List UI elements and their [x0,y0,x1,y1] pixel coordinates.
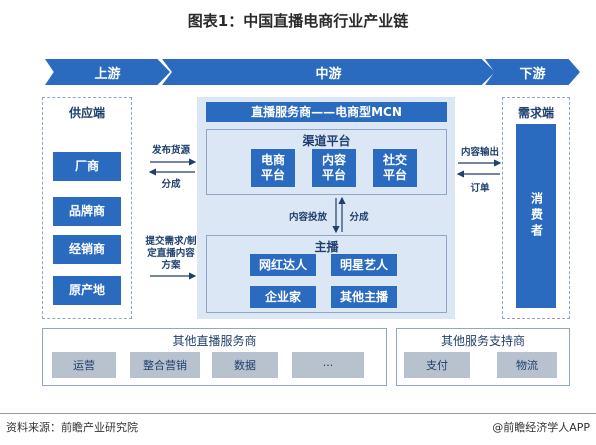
anchor-panel: 主播 [206,235,447,313]
support-services-panel: 其他服务支持商 [396,328,570,386]
label-channel-down: 内容投放 [288,212,327,223]
consumer-box: 消费者 [516,124,556,308]
label-channel-up: 分成 [349,212,369,223]
other-service-2: 整合营销 [130,352,200,378]
channel-panel: 渠道平台 [206,129,447,195]
supply-title: 供应端 [68,106,105,120]
label-supply-top-right: 发布货源 [151,145,190,156]
footer-source: 资料来源：前瞻产业研究院 [6,421,138,434]
other-services-panel: 其他直播服务商 [42,328,387,386]
other-service-4: ··· [292,352,364,378]
supply-item-4: 原产地 [53,276,121,305]
brand-text: @前瞻经济学人APP [492,421,590,434]
demand-panel: 需求端 [502,97,570,319]
support-services-title: 其他服务支持商 [440,334,525,348]
anchor-item-2: 明星艺人 [331,254,397,276]
stage-midstream: 中游 [162,59,495,85]
channel-title: 渠道平台 [302,134,351,148]
label-demand-top-right: 内容输出 [460,147,499,158]
stage-upstream: 上游 [45,59,170,85]
label-supply-bottom: 提交需求/制定直播内容方案 [145,236,197,271]
chart-title: 图表1：中国直播电商行业产业链 [187,12,409,30]
stage-downstream: 下游 [485,59,580,85]
anchor-title: 主播 [314,240,339,254]
demand-title: 需求端 [517,106,554,120]
channel-item-2: 内容平台 [312,149,356,187]
other-service-1: 运营 [52,352,116,378]
support-service-2: 物流 [497,352,557,378]
label-demand-top-left: 订单 [470,183,490,194]
label-supply-top-left: 分成 [161,179,181,190]
support-service-1: 支付 [404,352,470,378]
anchor-item-4: 其他主播 [331,286,397,308]
mcn-header: 直播服务商——电商型MCN [206,102,447,122]
footer-brand: @前瞻经济学人APP [492,419,590,435]
supply-item-2: 品牌商 [53,197,121,226]
supply-panel: 供应端 [42,97,132,319]
anchor-item-1: 网红达人 [250,254,316,276]
anchor-item-3: 企业家 [250,286,316,308]
other-services-title: 其他直播服务商 [172,334,257,348]
channel-item-1: 电商平台 [251,149,295,187]
channel-item-3: 社交平台 [373,149,417,187]
consumer-label: 消费者 [529,192,544,240]
other-service-3: 数据 [212,352,278,378]
supply-item-3: 经销商 [53,235,121,264]
midstream-panel [197,97,455,319]
supply-item-1: 厂商 [53,152,121,181]
footer-divider [0,413,596,414]
